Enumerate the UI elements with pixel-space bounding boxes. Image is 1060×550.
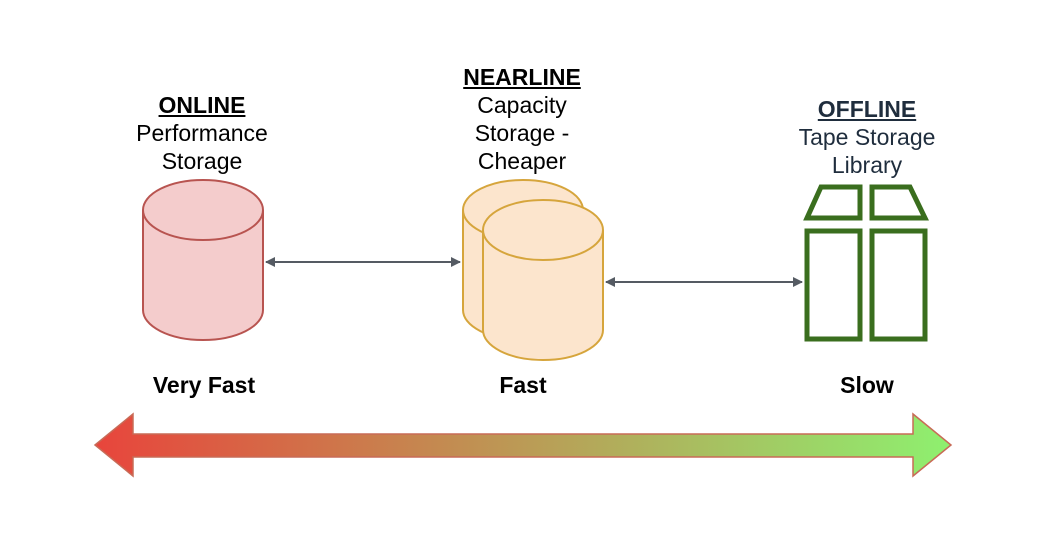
nearline-title: NEARLINE — [463, 64, 581, 90]
online-cylinder-icon — [142, 179, 264, 341]
nearline-line-1: Capacity — [477, 92, 567, 118]
tape-library-icon — [803, 184, 929, 342]
online-line-2: Storage — [161, 148, 243, 174]
nearline-line-2: Storage - — [474, 120, 570, 146]
offline-title: OFFLINE — [817, 96, 917, 122]
offline-line-1: Tape Storage — [798, 124, 936, 150]
speed-gradient-double-arrow — [93, 412, 953, 478]
offline-line-2: Library — [831, 152, 903, 178]
nearline-cylinders-icon — [462, 179, 604, 361]
online-label: ONLINE Performance Storage — [112, 91, 292, 175]
speed-label-slow: Slow — [840, 372, 894, 398]
speed-label-fast: Fast — [499, 372, 547, 398]
nearline-label: NEARLINE Capacity Storage - Cheaper — [432, 63, 612, 175]
online-title: ONLINE — [158, 92, 246, 118]
online-line-1: Performance — [136, 120, 268, 146]
nearline-line-3: Cheaper — [477, 148, 567, 174]
speed-label-very-fast: Very Fast — [152, 372, 256, 398]
offline-label: OFFLINE Tape Storage Library — [772, 95, 962, 179]
